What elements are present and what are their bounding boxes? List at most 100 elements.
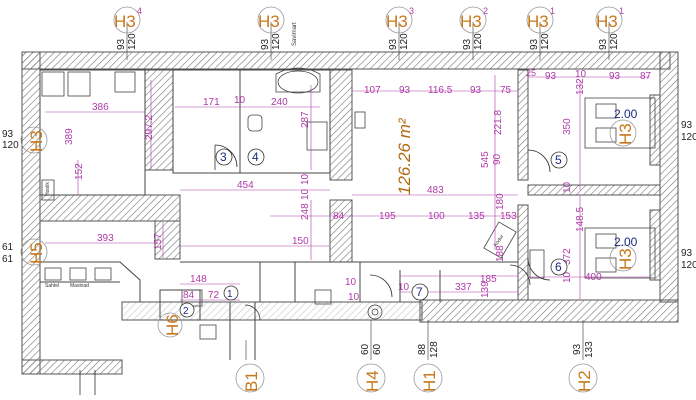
dim-label: 171 <box>203 97 220 108</box>
dim-label: 545 <box>480 151 491 168</box>
svg-text:93: 93 <box>2 129 14 140</box>
svg-text:120: 120 <box>681 132 696 143</box>
dim-label: 10 <box>348 292 360 303</box>
svg-text:93: 93 <box>388 38 399 50</box>
dim-label: 240 <box>271 97 288 108</box>
dim-label: 72 <box>208 290 220 301</box>
svg-text:H3: H3 <box>114 12 136 31</box>
dim-label: 188 <box>495 245 506 262</box>
marker-h2[interactable]: H2 93 133 <box>568 341 598 393</box>
dim-label: 10 <box>234 95 246 106</box>
marker-h3-1a[interactable]: H3 1 93 120 <box>526 6 555 50</box>
svg-text:7: 7 <box>416 285 423 299</box>
dim-label: 157 <box>153 233 164 250</box>
svg-text:93: 93 <box>529 38 540 50</box>
svg-text:120: 120 <box>399 33 410 50</box>
dim-label: 287 <box>300 111 311 128</box>
marker-h3-2[interactable]: H3 2 93 120 <box>459 6 488 50</box>
dim-label: 10 <box>562 271 573 283</box>
marker-h3-right-2[interactable]: H3 93 120 <box>609 244 696 272</box>
svg-text:H3: H3 <box>616 123 635 145</box>
dim-label: 350 <box>562 118 573 135</box>
marker-h3-3[interactable]: H3 3 93 120 <box>385 6 414 50</box>
room-area-6: 2.00 <box>614 235 638 249</box>
room-7[interactable]: 7 <box>411 283 429 301</box>
marker-h1[interactable]: H1 88 128 <box>413 341 443 393</box>
dim-label: 221.8 <box>493 110 504 135</box>
svg-text:93: 93 <box>462 38 473 50</box>
dim-label: 148.5 <box>575 207 586 232</box>
dim-label: 10 <box>562 181 573 193</box>
svg-text:H3: H3 <box>27 130 46 152</box>
svg-text:H3: H3 <box>386 12 408 31</box>
room-2[interactable]: 2 <box>179 302 195 318</box>
svg-text:3: 3 <box>220 150 227 164</box>
svg-text:Savimart: Savimart <box>292 22 298 46</box>
marker-h4[interactable]: H4 60 60 <box>356 343 386 393</box>
dim-label: 185 <box>480 274 497 285</box>
marker-h3-right-1[interactable]: H3 93 120 <box>609 119 696 147</box>
svg-text:2: 2 <box>183 306 189 317</box>
svg-text:B1: B1 <box>242 371 261 392</box>
svg-text:H1: H1 <box>420 370 439 392</box>
dim-label: 93 <box>399 85 411 96</box>
marker-b1[interactable]: B1 <box>235 363 265 393</box>
partition-lines <box>39 69 518 360</box>
dim-label: 150 <box>292 236 309 247</box>
dim-label: 10 <box>398 282 410 293</box>
svg-text:1: 1 <box>550 6 555 16</box>
svg-text:120: 120 <box>473 33 484 50</box>
room-3[interactable]: 3 <box>215 148 233 166</box>
dim-label: 148 <box>190 274 207 285</box>
svg-text:H6: H6 <box>163 314 182 336</box>
marker-h3-savimart[interactable]: H3 93 120 Savimart <box>257 6 298 50</box>
marker-leaders <box>126 22 610 360</box>
dim-label: 25 <box>526 68 536 78</box>
svg-text:120: 120 <box>609 33 620 50</box>
fixtures <box>41 67 656 340</box>
dim-label: 87 <box>640 71 652 82</box>
door-swings <box>79 144 551 395</box>
svg-text:120: 120 <box>127 33 138 50</box>
dim-label: 393 <box>97 233 114 244</box>
label-hoolik: Hoolik <box>45 182 51 196</box>
marker-h5[interactable]: H5 61 61 <box>2 238 48 266</box>
dim-label: 90 <box>492 153 503 165</box>
dim-label: 93 <box>470 85 482 96</box>
dim-label: 153 <box>500 211 517 222</box>
marker-h3-4[interactable]: H3 4 93 120 <box>113 6 142 50</box>
marker-h6[interactable]: H6 <box>157 312 183 338</box>
bathtub <box>277 70 319 94</box>
marker-h3-1b[interactable]: H3 1 93 120 <box>595 6 624 50</box>
dim-label: 152 <box>74 163 85 180</box>
dim-label: 248 <box>300 203 311 220</box>
side-markers: H3 93 120 H5 61 61 H6 H3 93 120 H3 93 12… <box>2 119 696 338</box>
total-area-label: 126.26 m² <box>395 117 414 195</box>
svg-text:60: 60 <box>360 343 371 355</box>
dim-label: 116.5 <box>428 85 453 96</box>
marker-h3-left[interactable]: H3 93 120 <box>2 126 48 154</box>
room-1[interactable]: 1 <box>223 285 239 301</box>
dim-label: 132 <box>575 78 586 95</box>
room-6[interactable]: 6 <box>550 258 568 276</box>
room-area-5: 2.00 <box>614 107 638 121</box>
svg-text:93: 93 <box>598 38 609 50</box>
svg-text:120: 120 <box>540 33 551 50</box>
dim-label: 454 <box>237 180 254 191</box>
dim-label: 297.2 <box>144 115 155 140</box>
room-4[interactable]: 4 <box>247 148 265 166</box>
dim-label: 386 <box>92 102 109 113</box>
svg-text:H5: H5 <box>27 242 46 264</box>
svg-text:133: 133 <box>584 341 595 358</box>
svg-text:120: 120 <box>681 260 696 271</box>
svg-text:93: 93 <box>681 248 693 259</box>
dim-label: 10 <box>345 277 357 288</box>
svg-text:H4: H4 <box>363 370 382 392</box>
dim-label: 135 <box>468 211 485 222</box>
bed-1 <box>584 97 656 149</box>
svg-text:1: 1 <box>619 6 624 16</box>
svg-text:6: 6 <box>555 260 562 274</box>
room-5[interactable]: 5 <box>550 151 568 169</box>
bottom-markers: B1 H4 60 60 H1 88 128 H2 93 133 <box>235 341 598 393</box>
